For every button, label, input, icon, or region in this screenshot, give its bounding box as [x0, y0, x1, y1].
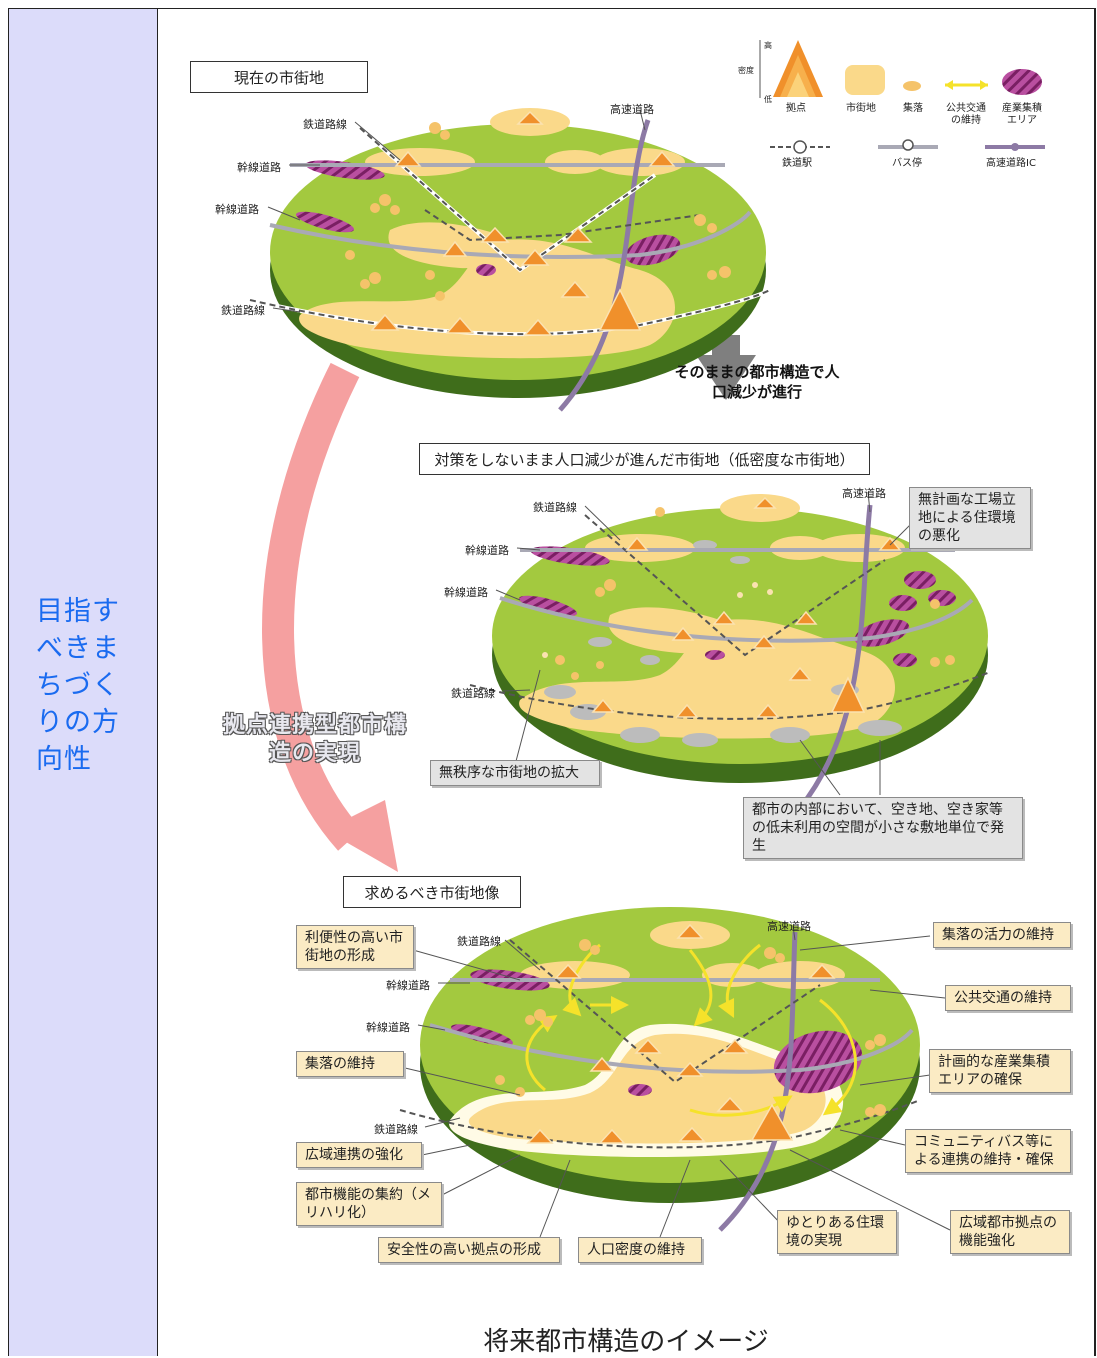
callout-transit: 公共交通の維持 [945, 985, 1071, 1011]
panel-current-disc [249, 108, 771, 412]
panel-decline-disc [469, 494, 991, 810]
legend-village: 集落 [903, 103, 923, 114]
label-rail-bottom-2: 鉄道路線 [451, 687, 495, 700]
section-heading: 目指すべきまちづくりの方向性 [36, 596, 120, 775]
transition-arrow-shape [696, 335, 756, 400]
label-highway-3: 高速道路 [767, 920, 811, 933]
big-arrow-text: 拠点連携型都市構造の実現 [222, 713, 407, 766]
callout-vacancy: 都市の内部において、空き地、空き家等の低未利用の空間が小さな敷地単位で発生 [743, 797, 1023, 859]
legend-busstop: バス停 [892, 158, 922, 169]
panel-decline-title: 対策をしないまま人口減少が進んだ市街地（低密度な市街地） [419, 443, 870, 475]
callout-factory: 無計画な工場立地による住環境の悪化 [909, 487, 1031, 549]
left-column [9, 9, 158, 1356]
legend-hub: 拠点 [786, 103, 806, 114]
legend-low: 低 [764, 95, 772, 104]
legend-transit: 公共交通の維持 [946, 103, 986, 126]
label-trunk1-3: 幹線道路 [386, 979, 430, 992]
callout-vitality: 集落の活力の維持 [933, 922, 1071, 948]
callout-density: 人口密度の維持 [578, 1237, 702, 1263]
label-rail-top-1: 鉄道路線 [303, 118, 347, 131]
callout-safe: 安全性の高い拠点の形成 [378, 1237, 560, 1263]
table-frame [8, 8, 1096, 1356]
callout-bus: コミュニティバス等による連携の維持・確保 [905, 1129, 1071, 1173]
callout-sprawl: 無秩序な市街地の拡大 [430, 760, 600, 786]
callout-compact: 都市機能の集約（メリハリ化） [296, 1182, 442, 1226]
label-rail-bottom-1: 鉄道路線 [221, 304, 265, 317]
label-trunk2-1: 幹線道路 [215, 203, 259, 216]
label-trunk1-1: 幹線道路 [237, 161, 281, 174]
label-highway-2: 高速道路 [842, 487, 886, 500]
label-trunk2-2: 幹線道路 [444, 586, 488, 599]
legend-density: 密度 [738, 66, 754, 75]
panel-current-title: 現在の市街地 [190, 61, 368, 93]
label-rail-bottom-3: 鉄道路線 [374, 1123, 418, 1136]
label-trunk1-2: 幹線道路 [465, 544, 509, 557]
figure-caption: 将来都市構造のイメージ [483, 1327, 769, 1357]
table-right-border [1094, 8, 1096, 1356]
panel-future-disc [399, 907, 921, 1232]
panel-future-title: 求めるべき市街地像 [343, 876, 521, 908]
legend-graphics [759, 40, 1045, 154]
legend-station: 鉄道駅 [782, 158, 812, 169]
legend-high: 高 [764, 41, 772, 50]
label-highway-1: 高速道路 [610, 103, 654, 116]
label-trunk2-3: 幹線道路 [366, 1021, 410, 1034]
callout-convenient: 利便性の高い市街地の形成 [296, 925, 414, 969]
legend-urban: 市街地 [846, 103, 876, 114]
callout-wide: 広域連携の強化 [296, 1142, 422, 1168]
realization-arrow [262, 362, 398, 872]
callout-living: ゆとりある住環境の実現 [777, 1210, 897, 1254]
transition-arrow-text: そのままの都市構造で人口減少が進行 [674, 363, 840, 401]
leader-lines [267, 109, 951, 1238]
label-rail-top-3: 鉄道路線 [457, 935, 501, 948]
callout-regional: 広域都市拠点の機能強化 [950, 1210, 1070, 1254]
callout-village: 集落の維持 [296, 1051, 404, 1077]
legend-highway-ic: 高速道路IC [986, 158, 1036, 169]
label-rail-top-2: 鉄道路線 [533, 501, 577, 514]
callout-industry: 計画的な産業集積エリアの確保 [929, 1049, 1071, 1093]
legend-industrial: 産業集積エリア [1002, 103, 1042, 126]
